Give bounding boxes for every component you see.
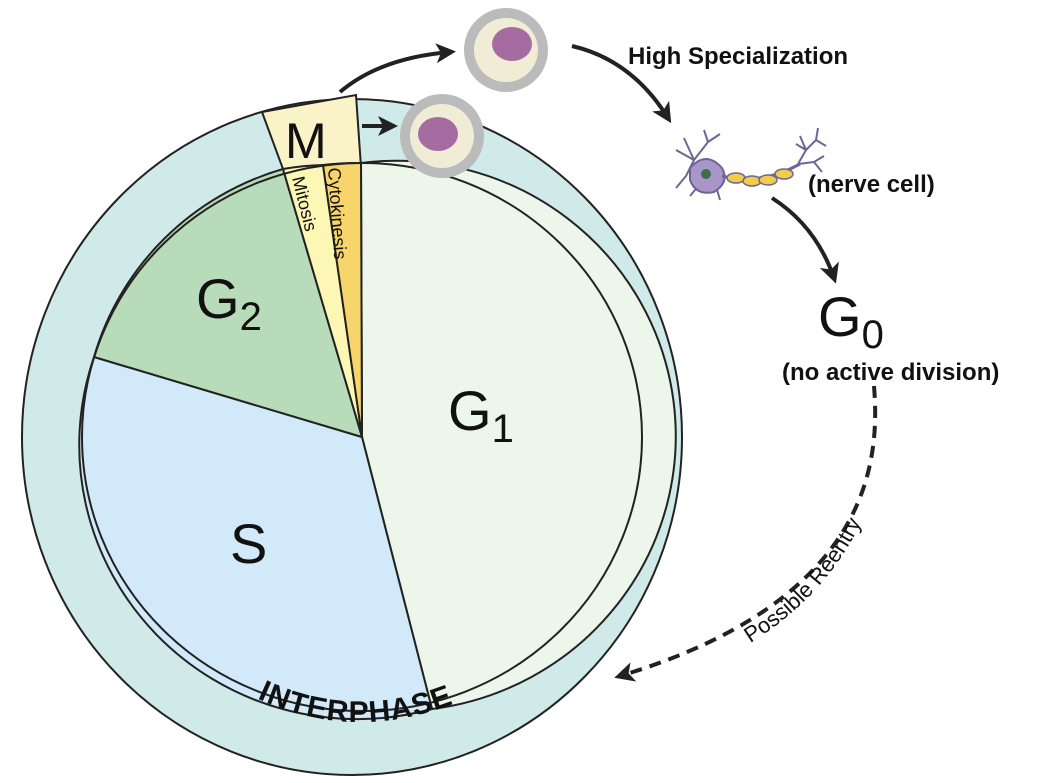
nerve-cell-label: (nerve cell)	[808, 171, 935, 198]
daughter-cell-upper	[464, 8, 548, 92]
s-label: S	[230, 512, 267, 575]
inner-phase-circle	[78, 159, 677, 721]
specialization-arrow	[571, 44, 672, 124]
g0-label: G0	[818, 285, 884, 357]
s-sector	[78, 355, 434, 721]
m-label: M	[285, 113, 327, 169]
nerve-cell-illustration	[675, 127, 827, 201]
g0-caption: (no active division)	[782, 359, 999, 386]
g1-label: G1	[448, 379, 514, 451]
g2-label: G2	[196, 267, 262, 339]
inner-circle-border	[81, 162, 643, 712]
g1-sector	[359, 159, 677, 711]
reentry-label: Possible Reentry	[739, 513, 865, 647]
nerve-to-g0-arrow	[770, 196, 839, 284]
specialization-label: High Specialization	[628, 43, 848, 70]
reentry-arrow	[614, 385, 878, 682]
daughter-cell-lower	[400, 94, 484, 178]
m-to-upper-cell-arrow	[338, 43, 456, 94]
